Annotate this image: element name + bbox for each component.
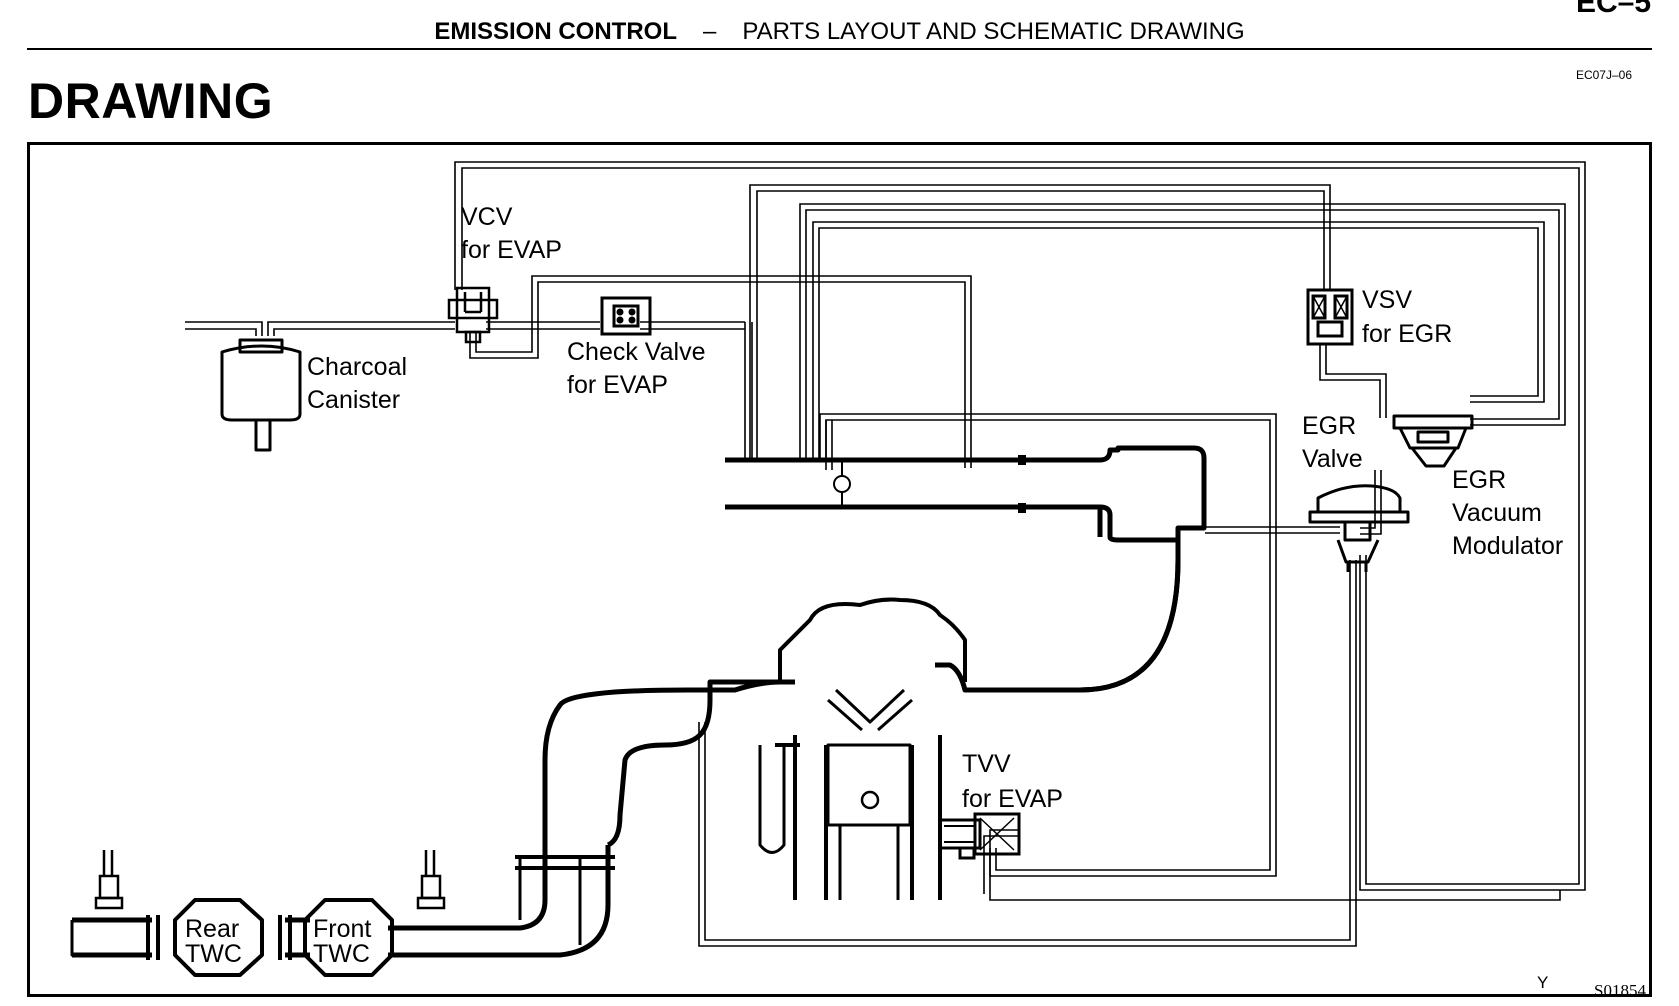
label-front-line1: Front — [313, 915, 371, 943]
label-mod-line1: EGR — [1452, 466, 1506, 494]
egr-modulator-shape — [1392, 414, 1474, 468]
label-front-line2: TWC — [313, 940, 370, 968]
charcoal-canister-shape — [220, 338, 302, 452]
oxygen-sensors — [94, 850, 446, 910]
page-title: DRAWING — [28, 73, 274, 129]
label-canister-line2: Canister — [307, 386, 400, 414]
label-canister-line1: Charcoal — [307, 353, 407, 381]
label-tvv-line1: TVV — [962, 750, 1011, 778]
header-separator: – — [703, 18, 717, 45]
diagram-frame — [27, 142, 1652, 997]
vsv-valve-shape — [1306, 288, 1354, 346]
label-vsv-line1: VSV — [1362, 286, 1412, 314]
figure-id: S01854 — [1594, 981, 1646, 1000]
label-egr-line1: EGR — [1302, 412, 1356, 440]
label-vsv-line2: for EGR — [1362, 320, 1452, 348]
label-mod-line2: Vacuum — [1452, 499, 1542, 527]
vcv-valve-shape — [447, 286, 499, 344]
exhaust-pipe — [70, 679, 795, 958]
label-tvv-line2: for EVAP — [962, 785, 1063, 813]
label-check-line1: Check Valve — [567, 338, 706, 366]
label-rear-line2: TWC — [185, 940, 242, 968]
corner-mark: Y — [1537, 973, 1548, 992]
label-vcv-line2: for EVAP — [461, 236, 562, 264]
egr-valve-shape — [1308, 484, 1410, 572]
intake-manifold — [725, 445, 1207, 693]
page-header: EMISSION CONTROL–PARTS LAYOUT AND SCHEMA… — [0, 18, 1679, 46]
engine-block — [758, 597, 967, 900]
diagram-labels: VCV for EVAP Charcoal Canister Check Val… — [185, 203, 1646, 1000]
catalytic-converters — [146, 898, 394, 977]
check-valve-shape — [600, 296, 652, 336]
label-check-line2: for EVAP — [567, 371, 668, 399]
header-section: EMISSION CONTROL — [434, 18, 677, 45]
vacuum-hoses — [185, 161, 1586, 947]
label-egr-line2: Valve — [1302, 445, 1363, 473]
header-subtitle: PARTS LAYOUT AND SCHEMATIC DRAWING — [742, 18, 1245, 45]
label-rear-line1: Rear — [185, 915, 239, 943]
header-rule — [27, 48, 1652, 50]
page-number: EC–5 — [1575, 0, 1651, 19]
tvv-valve-shape — [938, 812, 1021, 860]
label-mod-line3: Modulator — [1452, 532, 1563, 560]
label-vcv-line1: VCV — [461, 203, 513, 231]
section-code: EC07J–06 — [1575, 68, 1632, 82]
